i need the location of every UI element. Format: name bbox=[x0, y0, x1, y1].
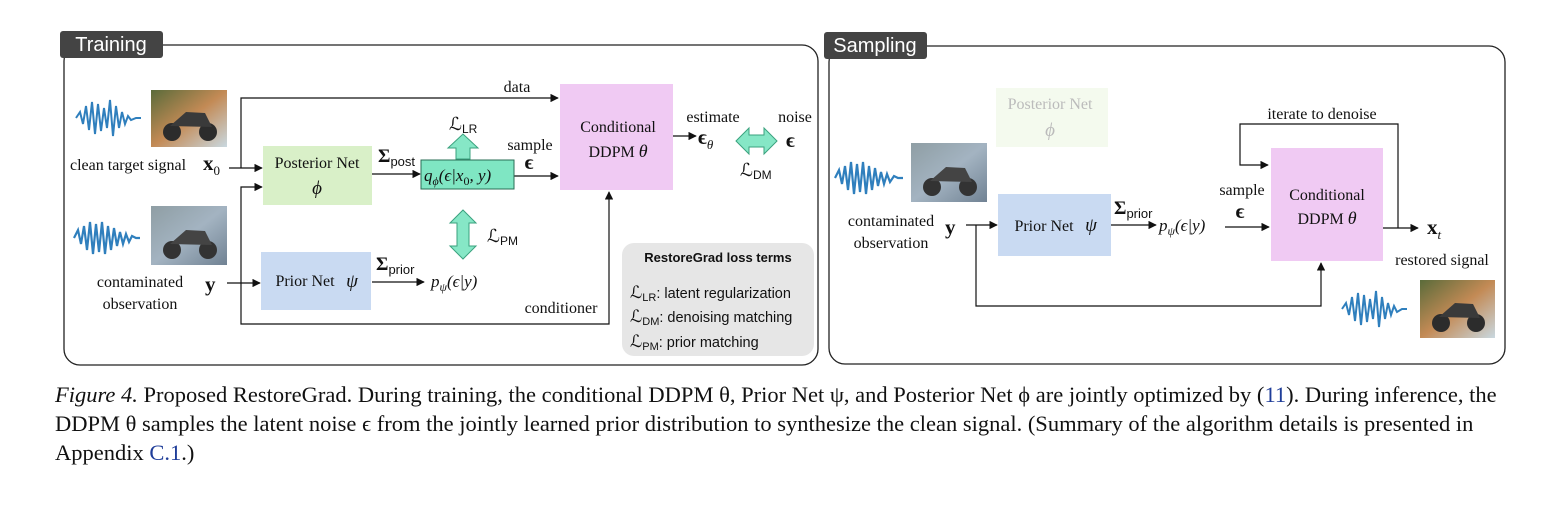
q-phi-box bbox=[420, 159, 515, 190]
sampling-conditioner-arrow bbox=[975, 225, 1326, 307]
noise-label: noise bbox=[778, 109, 812, 126]
clean-image-icon bbox=[151, 90, 227, 147]
eps-theta-symbol: ϵθ bbox=[698, 125, 714, 152]
sampling-connectors bbox=[966, 123, 1419, 307]
svg-text:ℒDM: denoising matching: ℒDM: denoising matching bbox=[630, 307, 792, 328]
contaminated-label: contaminated bbox=[97, 274, 183, 291]
conditioner-label: conditioner bbox=[525, 300, 599, 317]
posterior-net-label: Posterior Net bbox=[275, 155, 360, 172]
sampling-tab bbox=[824, 32, 927, 59]
sampling-sample-label: sample bbox=[1219, 182, 1264, 199]
sampling-panel: Sampling Posterior Net ϕ contaminated ob… bbox=[824, 32, 1506, 365]
prior-net-box bbox=[261, 252, 371, 310]
training-connectors bbox=[227, 93, 697, 325]
sampling-ddpm-box bbox=[1271, 148, 1383, 261]
observation-label: observation bbox=[103, 296, 178, 313]
prior-net-symbol: ψ bbox=[346, 271, 359, 292]
caption-text-3: .) bbox=[181, 440, 195, 465]
diagram-canvas: Training clean target signal x0 contamin… bbox=[60, 31, 1506, 366]
appendix-ref-link[interactable]: C.1 bbox=[149, 440, 182, 465]
training-tab bbox=[60, 31, 163, 58]
sampling-noisy-image-icon bbox=[911, 143, 987, 202]
legend-item: ℒDM: denoising matching bbox=[630, 307, 792, 328]
sampling-contaminated-label: contaminated bbox=[848, 213, 934, 230]
dm-loss-arrow bbox=[735, 126, 778, 156]
xt-symbol: xt bbox=[1427, 215, 1442, 242]
ddpm-box bbox=[560, 84, 673, 190]
training-panel: Training clean target signal x0 contamin… bbox=[60, 31, 819, 366]
data-label: data bbox=[504, 79, 531, 96]
posterior-net-box-faded bbox=[996, 88, 1108, 147]
p-psi-label: pψ(ϵ|y) bbox=[430, 272, 478, 294]
posterior-net-symbol-faded: ϕ bbox=[1045, 120, 1055, 141]
svg-text:ℒPM: prior matching: ℒPM: prior matching bbox=[630, 332, 759, 353]
sampling-noisy-waveform-icon bbox=[834, 161, 903, 195]
sampling-ddpm-line1: Conditional bbox=[1289, 187, 1365, 204]
legend-box bbox=[622, 243, 814, 356]
training-tab-label: Training bbox=[75, 34, 147, 56]
sampling-observation-label: observation bbox=[854, 235, 929, 252]
sampling-y-symbol: y bbox=[945, 215, 956, 239]
prior-net-label: Prior Net bbox=[275, 273, 335, 290]
estimate-label: estimate bbox=[686, 109, 739, 126]
conditioner-arrow bbox=[240, 191, 614, 325]
figure-caption: Figure 4. Proposed RestoreGrad. During t… bbox=[55, 380, 1525, 467]
eps-sample-symbol: ϵ bbox=[525, 150, 534, 174]
iterate-label: iterate to denoise bbox=[1267, 106, 1376, 123]
y-to-posterior-arrow bbox=[240, 182, 263, 283]
caption-text-2: ). During inference, the DDPM θ samples … bbox=[55, 382, 1497, 465]
legend-item: ℒLR: latent regularization bbox=[630, 283, 791, 304]
posterior-net-symbol: ϕ bbox=[312, 178, 322, 199]
legend-title: RestoreGrad loss terms bbox=[644, 250, 791, 265]
sampling-p-psi-label: pψ(ϵ|y) bbox=[1158, 216, 1206, 238]
sample-label: sample bbox=[507, 137, 552, 154]
equation-ref-link[interactable]: 11 bbox=[1264, 382, 1287, 407]
loss-legend: RestoreGrad loss terms ℒLR: latent regul… bbox=[622, 243, 814, 356]
lr-loss-arrow bbox=[446, 133, 480, 160]
sigma-prior-label: Σprior bbox=[376, 254, 415, 277]
sampling-prior-net-box bbox=[998, 194, 1111, 256]
restored-label: restored signal bbox=[1395, 252, 1489, 269]
iterate-loop-arrow bbox=[1239, 123, 1399, 228]
lr-loss-label: ℒLR bbox=[449, 114, 478, 136]
q-phi-label: qϕ(ϵ|x0, y) bbox=[424, 166, 491, 188]
posterior-net-label-faded: Posterior Net bbox=[1008, 96, 1093, 113]
pm-loss-arrow bbox=[448, 209, 478, 260]
sampling-sigma-prior-label: Σprior bbox=[1114, 198, 1153, 221]
noisy-image-icon bbox=[151, 206, 227, 265]
caption-text-1: Proposed RestoreGrad. During training, t… bbox=[137, 382, 1265, 407]
posterior-net-box bbox=[263, 146, 372, 205]
sampling-frame bbox=[828, 45, 1506, 365]
eps-noise-symbol: ϵ bbox=[786, 128, 795, 152]
legend-item: ℒPM: prior matching bbox=[630, 332, 759, 353]
ddpm-line1: Conditional bbox=[580, 119, 656, 136]
restored-image-icon bbox=[1420, 280, 1495, 338]
svg-text:ℒLR: latent regularization: ℒLR: latent regularization bbox=[630, 283, 791, 304]
sampling-prior-net-label: Prior Net bbox=[1014, 218, 1074, 235]
restored-waveform-icon bbox=[1341, 290, 1407, 328]
sampling-eps-symbol: ϵ bbox=[1236, 199, 1245, 223]
pm-loss-label: ℒPM bbox=[487, 226, 518, 248]
x0-symbol: x0 bbox=[203, 151, 220, 178]
data-arrow bbox=[240, 93, 559, 168]
noisy-waveform-icon bbox=[73, 221, 140, 255]
dm-loss-label: ℒDM bbox=[740, 160, 772, 182]
clean-waveform-icon bbox=[75, 99, 141, 137]
sampling-tab-label: Sampling bbox=[833, 35, 916, 57]
sigma-post-label: Σpost bbox=[378, 146, 415, 169]
clean-target-label: clean target signal bbox=[70, 157, 187, 174]
sampling-prior-net-symbol: ψ bbox=[1085, 215, 1098, 236]
y-symbol: y bbox=[205, 272, 216, 296]
figure-label: Figure 4. bbox=[55, 382, 138, 407]
